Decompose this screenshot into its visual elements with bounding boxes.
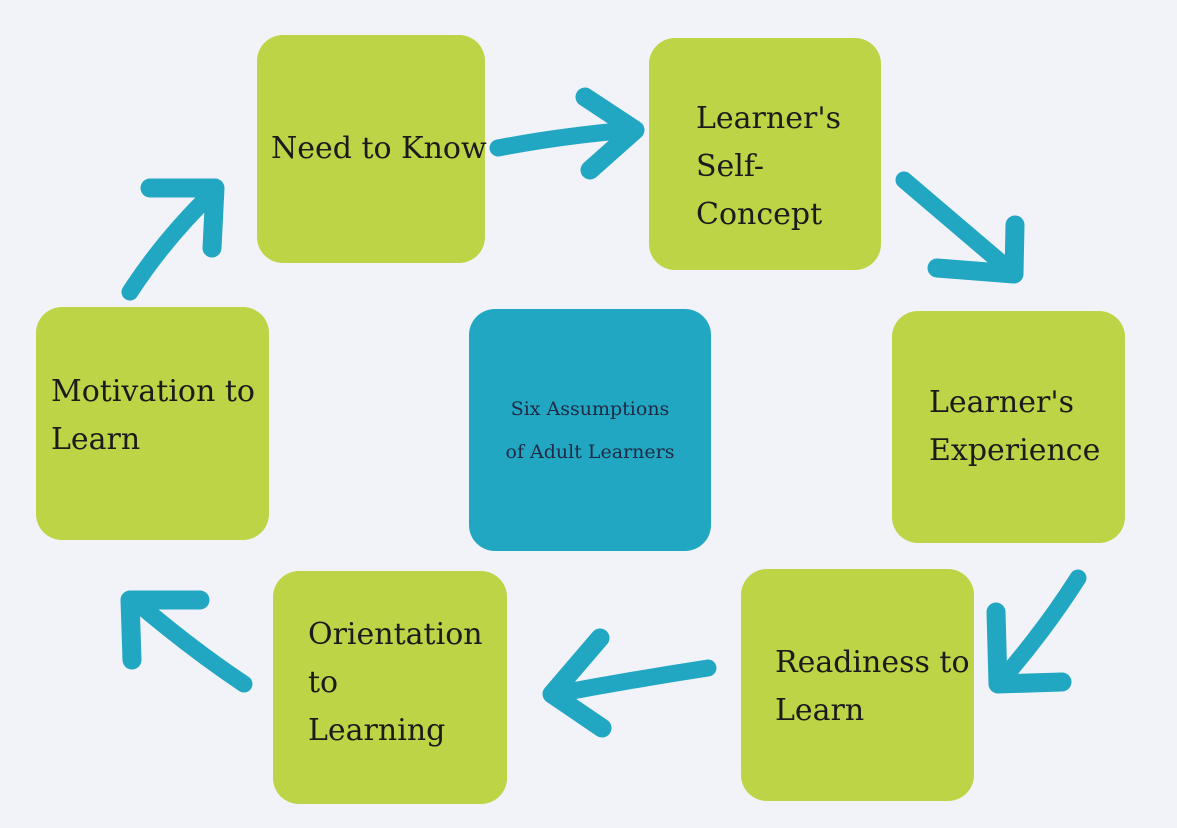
node-orientation: Orientation to Learning bbox=[273, 571, 507, 804]
center-title-line-2: of Adult Learners bbox=[505, 441, 675, 463]
node-experience: Learner's Experience bbox=[892, 311, 1125, 543]
node-motivation-line-2: Learn bbox=[51, 422, 141, 457]
arrow-self-to-experience bbox=[895, 171, 1025, 284]
node-motivation-line-1: Motivation to bbox=[51, 374, 255, 409]
center-title: Six Assumptions of Adult Learners bbox=[469, 388, 711, 474]
node-self-concept-line-2: Self- bbox=[696, 149, 765, 184]
node-need-to-know-line-1: Need to Know bbox=[271, 131, 487, 166]
arrow-motivation-to-need bbox=[121, 178, 225, 301]
node-self-concept-line-3: Concept bbox=[696, 197, 823, 232]
node-motivation: Motivation to Learn bbox=[36, 307, 269, 540]
center-title-line-1: Six Assumptions bbox=[510, 398, 670, 420]
node-orientation-line-3: Learning bbox=[308, 713, 446, 748]
arrow-need-to-self bbox=[489, 87, 645, 180]
node-self-concept-line-1: Learner's bbox=[696, 101, 841, 136]
center-node: Six Assumptions of Adult Learners bbox=[469, 309, 711, 551]
node-readiness-line-1: Readiness to bbox=[775, 645, 970, 680]
node-orientation-line-2: to bbox=[308, 665, 339, 700]
node-experience-line-1: Learner's bbox=[929, 385, 1074, 420]
arrow-experience-to-readiness bbox=[986, 569, 1087, 694]
node-orientation-line-1: Orientation bbox=[308, 617, 483, 652]
arrow-readiness-to-orientation bbox=[542, 628, 717, 738]
node-readiness: Readiness to Learn bbox=[741, 569, 974, 801]
node-readiness-line-2: Learn bbox=[775, 693, 865, 728]
node-need-to-know: Need to Know bbox=[257, 35, 487, 263]
node-self-concept: Learner's Self- Concept bbox=[649, 38, 881, 270]
node-experience-line-2: Experience bbox=[929, 433, 1101, 468]
arrow-orientation-to-motivation bbox=[120, 590, 253, 693]
